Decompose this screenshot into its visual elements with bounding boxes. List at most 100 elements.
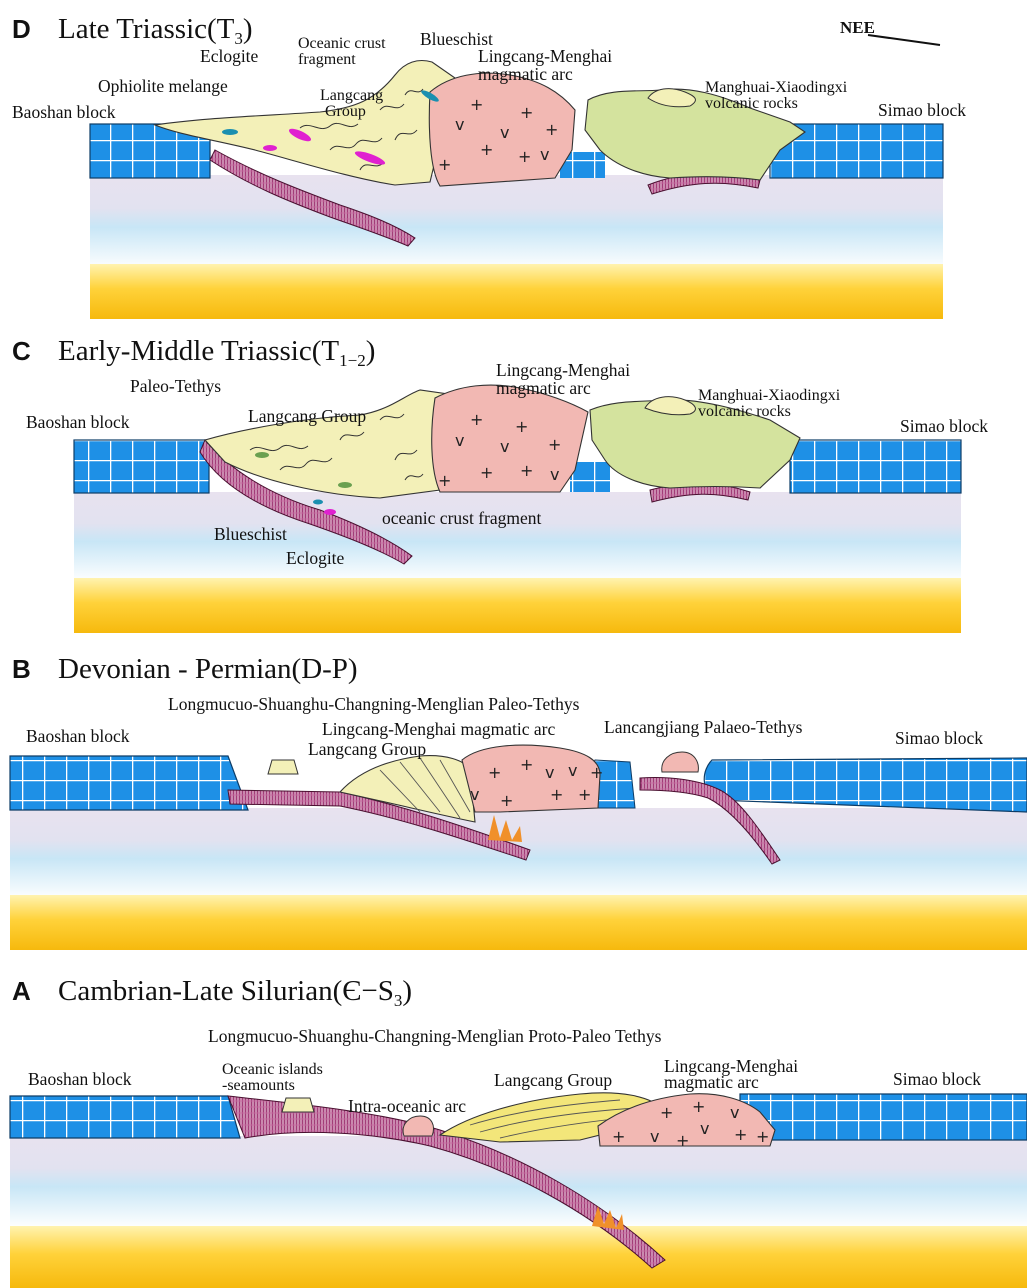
- panel-d-asthenosphere: [90, 175, 943, 270]
- panel-d-eclogite-label: Eclogite: [200, 46, 259, 66]
- panel-d-oceanic-label-2: fragment: [298, 51, 356, 68]
- panel-a-langcang-label: Langcang Group: [494, 1070, 612, 1090]
- panel-d-volc-label-2: volcanic rocks: [705, 95, 798, 112]
- svg-text:+: +: [578, 785, 591, 804]
- svg-text:+: +: [545, 120, 558, 139]
- panel-d-langcang-label-2: Group: [325, 103, 366, 120]
- svg-text:+: +: [734, 1125, 747, 1144]
- panel-c-eclogite-lens: [324, 509, 336, 515]
- svg-text:+: +: [480, 463, 493, 482]
- svg-text:+: +: [500, 791, 513, 810]
- panel-d-volc-label-1: Manghuai-Xiaodingxi: [705, 79, 848, 96]
- panel-c-simao-block: [790, 440, 961, 493]
- panel-a-islands-label-1: Oceanic islands: [222, 1061, 323, 1078]
- svg-text:+: +: [438, 471, 451, 490]
- svg-text:v: v: [550, 465, 559, 484]
- svg-text:+: +: [518, 147, 531, 166]
- svg-text:v: v: [455, 115, 464, 134]
- panel-b-ocean-label: Longmucuo-Shuanghu-Changning-Menglian Pa…: [168, 694, 580, 714]
- svg-text:v: v: [500, 123, 509, 142]
- panel-a-seamount: [282, 1098, 314, 1112]
- panel-d-arc-label-1: Lingcang-Menghai: [478, 46, 612, 66]
- panel-d-direction-arrow: [868, 35, 940, 45]
- svg-text:+: +: [520, 103, 533, 122]
- panel-c-volc-label-1: Manghuai-Xiaodingxi: [698, 387, 841, 404]
- svg-text:+: +: [692, 1097, 705, 1116]
- svg-text:v: v: [730, 1103, 739, 1122]
- panel-c-arc-label-1: Lingcang-Menghai: [496, 360, 630, 380]
- panel-b-simao-block: [704, 758, 1027, 812]
- panel-d-ophiolite-lens: [222, 129, 238, 135]
- panel-b-simao-label: Simao block: [895, 728, 983, 748]
- svg-text:+: +: [520, 461, 533, 480]
- panel-a-arc-label-2: magmatic arc: [664, 1072, 759, 1092]
- panel-d-title: Late Triassic(T3): [58, 13, 253, 48]
- panel-d-langcang-label-1: Langcang: [320, 87, 383, 104]
- svg-text:+: +: [438, 155, 451, 174]
- svg-text:+: +: [612, 1127, 625, 1146]
- panel-b-arc-label: Lingcang-Menghai magmatic arc: [322, 719, 555, 739]
- panel-a-baoshan-label: Baoshan block: [28, 1069, 132, 1089]
- panel-c-green-lens-1: [255, 452, 269, 458]
- panel-c-eclogite-label: Eclogite: [286, 548, 345, 568]
- panel-d-oceanic-label-1: Oceanic crust: [298, 35, 386, 52]
- svg-text:+: +: [756, 1127, 769, 1146]
- panel-c-blueschist-label: Blueschist: [214, 524, 287, 544]
- svg-text:+: +: [470, 95, 483, 114]
- panel-b-seamount: [268, 760, 298, 774]
- svg-text:+: +: [660, 1103, 673, 1122]
- svg-text:+: +: [676, 1131, 689, 1150]
- panel-d-mantle: [90, 264, 943, 319]
- panel-c-mantle: [74, 578, 961, 633]
- panel-c-title: Early-Middle Triassic(T1−2): [58, 335, 375, 370]
- panel-c-asthenosphere: [74, 492, 961, 582]
- panel-a-intra-oceanic-arc: [403, 1116, 433, 1136]
- panel-b-intra-arc: [662, 752, 699, 772]
- panel-c-paleotethys-label: Paleo-Tethys: [130, 376, 221, 396]
- panel-b-letter: B: [12, 654, 31, 684]
- svg-text:v: v: [455, 431, 464, 450]
- svg-text:+: +: [590, 763, 603, 782]
- panel-a-baoshan-block: [10, 1096, 240, 1138]
- panel-c-simao-label: Simao block: [900, 416, 988, 436]
- panel-b-lancang-label: Lancangjiang Palaeo-Tethys: [604, 717, 803, 737]
- svg-text:v: v: [470, 785, 479, 804]
- panel-a-title: Cambrian-Late Silurian(Є−S3): [58, 975, 412, 1010]
- svg-text:v: v: [568, 761, 577, 780]
- panel-c-blueschist-lens: [313, 500, 323, 505]
- panel-b-baoshan-label: Baoshan block: [26, 726, 130, 746]
- panel-d-simao-label: Simao block: [878, 100, 966, 120]
- svg-text:+: +: [470, 410, 483, 429]
- panel-c-green-lens-2: [338, 482, 352, 488]
- panel-c-baoshan-label: Baoshan block: [26, 412, 130, 432]
- panel-a: ++v +v+ v++ A Cambrian-Late Silurian(Є−S…: [10, 975, 1027, 1288]
- panel-a-simao-block: [740, 1094, 1027, 1140]
- panel-b-baoshan-block: [10, 756, 248, 810]
- panel-a-ocean-label: Longmucuo-Shuanghu-Changning-Menglian Pr…: [208, 1026, 662, 1046]
- svg-text:+: +: [515, 417, 528, 436]
- svg-text:+: +: [550, 785, 563, 804]
- svg-text:+: +: [480, 140, 493, 159]
- svg-text:v: v: [540, 145, 549, 164]
- panel-c-arc-label-2: magmatic arc: [496, 378, 591, 398]
- panel-a-asthenosphere: [10, 1136, 1027, 1228]
- panel-a-mantle: [10, 1226, 1027, 1288]
- panel-d-letter: D: [12, 14, 31, 44]
- panel-a-letter: A: [12, 976, 31, 1006]
- panel-c-volc-label-2: volcanic rocks: [698, 403, 791, 420]
- svg-text:v: v: [500, 437, 509, 456]
- panel-d-arc-label-2: magmatic arc: [478, 64, 573, 84]
- svg-text:v: v: [700, 1119, 709, 1138]
- panel-d-eclogite-lens-3: [263, 145, 277, 151]
- svg-text:v: v: [650, 1127, 659, 1146]
- panel-c-oceanic-label: oceanic crust fragment: [382, 508, 542, 528]
- panel-c-baoshan-block: [74, 440, 209, 493]
- panel-d-baoshan-label: Baoshan block: [12, 102, 116, 122]
- svg-text:+: +: [520, 755, 533, 774]
- svg-text:+: +: [548, 435, 561, 454]
- panel-d-ophiolite-label: Ophiolite melange: [98, 76, 228, 96]
- panel-b-title: Devonian - Permian(D-P): [58, 653, 358, 685]
